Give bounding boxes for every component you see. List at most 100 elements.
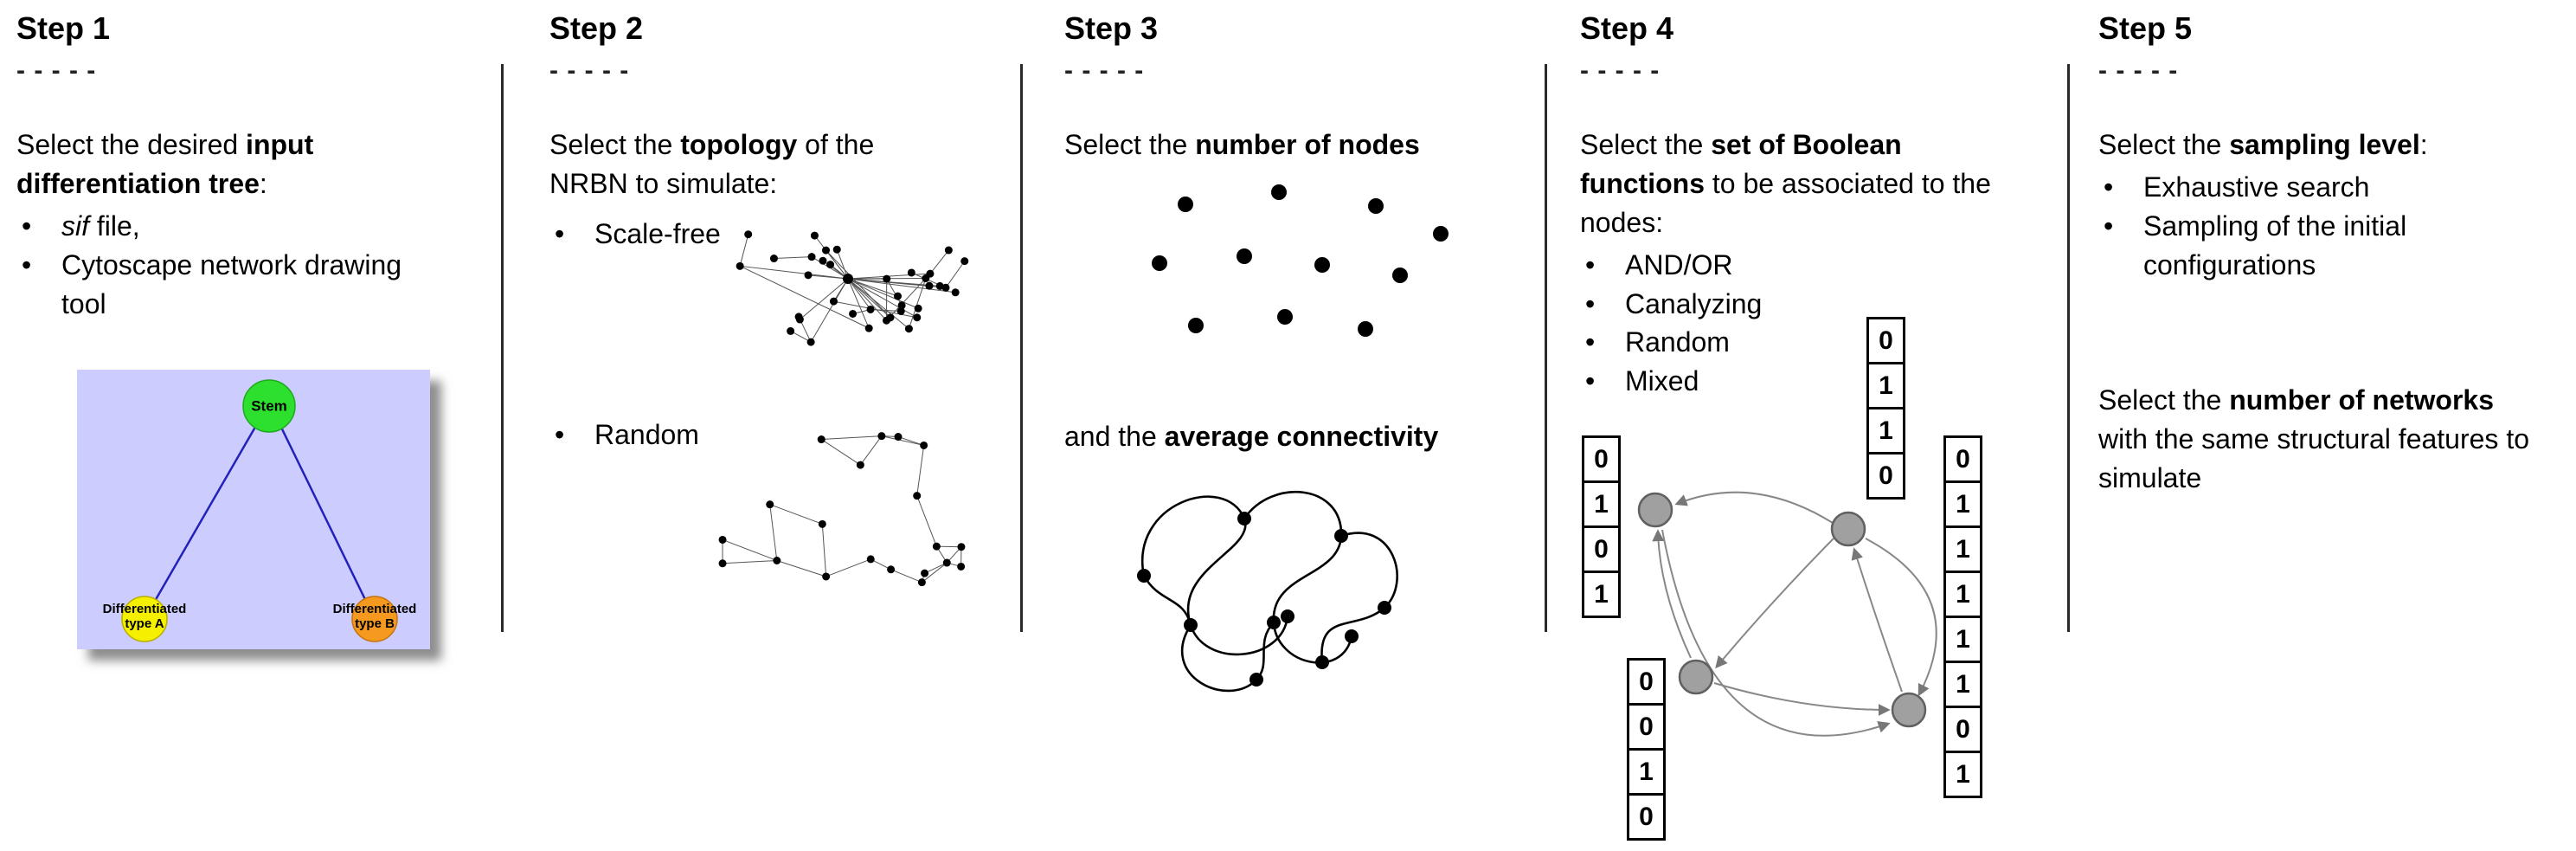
bullet-text: Random — [594, 419, 699, 450]
text-segment-bold: set of Boolean functions — [1580, 129, 1902, 200]
step5-bullet-sampling: •Sampling of the initial configurations — [2098, 207, 2566, 285]
step4-bullet-andor: • AND/OR — [1580, 246, 2065, 285]
text-segment: Select the — [1580, 129, 1712, 161]
text-segment-bold: sampling level — [2229, 129, 2420, 161]
boolean-node — [1678, 659, 1714, 695]
step2-intro: Select the topology of the NRBN to simul… — [549, 126, 956, 203]
truth-table-cell: 0 — [1943, 706, 1982, 753]
stem-node — [242, 379, 296, 433]
truth-table-left: 0 1 0 1 — [1582, 435, 1621, 618]
step1-bullet-list: • sif file, • Cytoscape network drawing … — [16, 207, 497, 323]
truth-table-cell: 1 — [1943, 571, 1982, 618]
truth-table-cell: 1 — [1943, 525, 1982, 573]
text-segment-bold: number of nodes — [1195, 129, 1420, 161]
truth-table-cell: 0 — [1943, 435, 1982, 483]
random-network-graphic — [718, 432, 966, 587]
text-segment-italic: sif — [61, 210, 89, 242]
type-b-node-label: Differentiated type B — [332, 602, 417, 632]
text-segment: of the NRBN to simulate: — [549, 129, 875, 200]
step3-intro: Select the number of nodes — [1064, 126, 1540, 164]
step4-bullet-mixed: •Mixed — [1580, 362, 2065, 401]
column-divider-4 — [2067, 64, 2070, 632]
truth-table-cell: 0 — [1627, 703, 1666, 751]
truth-table-cell: 0 — [1866, 452, 1905, 500]
boolean-network-graphic — [1637, 491, 1937, 737]
bullet-marker: • — [2104, 171, 2114, 203]
step5-intro: Select the sampling level: — [2098, 126, 2566, 164]
text-segment: Select the — [2098, 384, 2230, 416]
text-segment: with the same structural features to sim… — [2098, 422, 2529, 493]
boolean-node — [1637, 492, 1673, 528]
step4-title: Step 4 — [1580, 10, 1674, 46]
bullet-marker: • — [1585, 326, 1596, 358]
step5-dashes: - - - - - — [2098, 56, 2179, 86]
step4-bullet-list: • AND/OR • Canalyzing •Random •Mixed — [1580, 246, 2065, 401]
step5-paragraph: Select the number of networks with the s… — [2098, 381, 2548, 497]
label-line: type B — [355, 616, 395, 631]
type-a-node — [121, 596, 168, 642]
text-segment: Select the — [549, 129, 681, 161]
step3-title: Step 3 — [1064, 10, 1159, 46]
bullet-text: AND/OR — [1625, 248, 1733, 280]
step4-dashes: - - - - - — [1580, 56, 1661, 86]
step1-dashes: - - - - - — [16, 56, 97, 86]
differentiation-tree-graphic — [121, 379, 398, 642]
step1-bullet-cytoscape: • Cytoscape network drawing tool — [16, 246, 497, 324]
truth-table-cell: 1 — [1866, 362, 1905, 409]
column-divider-3 — [1545, 64, 1547, 632]
boolean-node — [1830, 511, 1866, 547]
text-segment-bold: number of networks — [2229, 384, 2495, 416]
text-segment-bold: average connectivity — [1164, 421, 1439, 452]
truth-table-cell: 1 — [1943, 661, 1982, 708]
text-segment: Select the — [2098, 129, 2230, 161]
truth-table-top: 0 1 1 0 — [1866, 317, 1905, 500]
stem-node-label: Stem — [251, 397, 287, 415]
bullet-marker: • — [1585, 365, 1596, 397]
bullet-text: Cytoscape network drawing tool — [61, 248, 402, 319]
step1-bullet-sif: • sif file, — [16, 207, 497, 246]
text-segment: Select the — [1064, 129, 1196, 161]
bullet-marker: • — [2104, 210, 2114, 242]
truth-table-cell: 0 — [1866, 317, 1905, 364]
step3-line2: and the average connectivity — [1064, 417, 1540, 456]
text-segment: Select the desired — [16, 129, 247, 161]
bullet-marker: • — [1585, 248, 1596, 280]
text-segment-bold: topology — [680, 129, 798, 161]
step5-title: Step 5 — [2098, 10, 2193, 46]
column-divider-1 — [501, 64, 504, 632]
bullet-text: Canalyzing — [1625, 287, 1763, 319]
step5-bullet-list: •Exhaustive search •Sampling of the init… — [2098, 168, 2566, 284]
step1-intro: Select the desired input differentiation… — [16, 126, 466, 203]
boolean-node — [1891, 692, 1927, 728]
step1-title: Step 1 — [16, 10, 111, 46]
connectivity-tangle-graphic — [1137, 491, 1398, 693]
bullet-marker: • — [555, 419, 565, 450]
step2-column: Step 2 - - - - - Select the topology of … — [549, 10, 1017, 847]
type-b-node — [351, 596, 398, 642]
step3-column: Step 3 - - - - - Select the number of no… — [1064, 10, 1540, 847]
truth-table-cell: 1 — [1943, 480, 1982, 528]
bullet-text: sif file, — [61, 207, 140, 246]
step5-column: Step 5 - - - - - Select the sampling lev… — [2098, 10, 2566, 847]
nodes-scatter-graphic — [1152, 184, 1449, 337]
text-segment: : — [2419, 129, 2428, 161]
bullet-marker: • — [555, 218, 565, 249]
step2-title: Step 2 — [549, 10, 644, 46]
bullet-marker: • — [22, 210, 32, 242]
truth-table-cell: 1 — [1582, 480, 1621, 528]
step5-bullet-exhaustive: •Exhaustive search — [2098, 168, 2566, 207]
text-segment: to be associated to the nodes: — [1580, 168, 1991, 238]
label-line: Differentiated — [332, 602, 417, 617]
label-line: Differentiated — [102, 602, 187, 617]
text-segment: file, — [89, 210, 140, 242]
truth-table-cell: 1 — [1943, 751, 1982, 798]
bullet-text: Scale-free — [594, 218, 721, 249]
label-line: type A — [125, 616, 164, 631]
truth-table-cell: 0 — [1582, 525, 1621, 573]
type-a-node-label: Differentiated type A — [102, 602, 187, 632]
scale-free-network-graphic — [736, 230, 969, 346]
step4-bullet-random: •Random — [1580, 323, 2065, 362]
truth-table-cell: 1 — [1582, 571, 1621, 618]
step1-column: Step 1 - - - - - Select the desired inpu… — [16, 10, 497, 847]
